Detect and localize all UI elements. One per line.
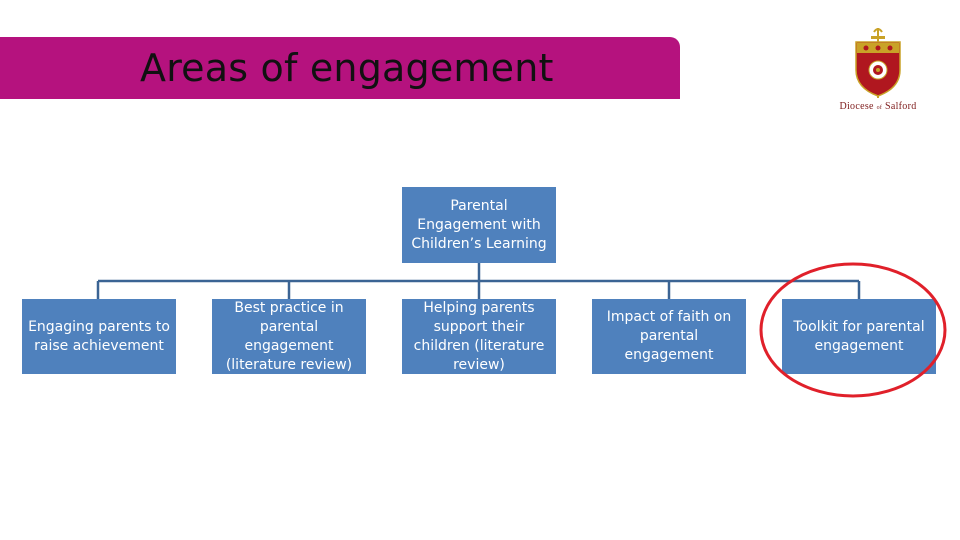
child-node-label: Toolkit for parental engagement	[793, 318, 925, 354]
child-node-label: Engaging parents to raise achievement	[28, 318, 170, 354]
child-node-label: Helping parents support their children (…	[413, 299, 545, 373]
child-node-4: Impact of faith on parental engagement	[592, 299, 746, 374]
root-node: Parental Engagement with Children’s Lear…	[402, 187, 556, 263]
child-node-label: Impact of faith on parental engagement	[606, 309, 732, 363]
child-node-1: Engaging parents to raise achievement	[22, 299, 176, 374]
diocese-logo-text: Diocese of Salford	[839, 101, 917, 112]
title-bar	[0, 37, 680, 99]
diocese-logo: Diocese of Salford	[826, 26, 930, 118]
child-node-label: Best practice in parental engagement (li…	[225, 299, 353, 373]
diocese-crest-icon	[855, 28, 901, 98]
child-node-3: Helping parents support their children (…	[402, 299, 556, 374]
root-node-label: Parental Engagement with Children’s Lear…	[411, 197, 547, 252]
slide-title: Areas of engagement	[140, 46, 554, 90]
child-node-2: Best practice in parental engagement (li…	[212, 299, 366, 374]
child-node-5: Toolkit for parental engagement	[782, 299, 936, 374]
